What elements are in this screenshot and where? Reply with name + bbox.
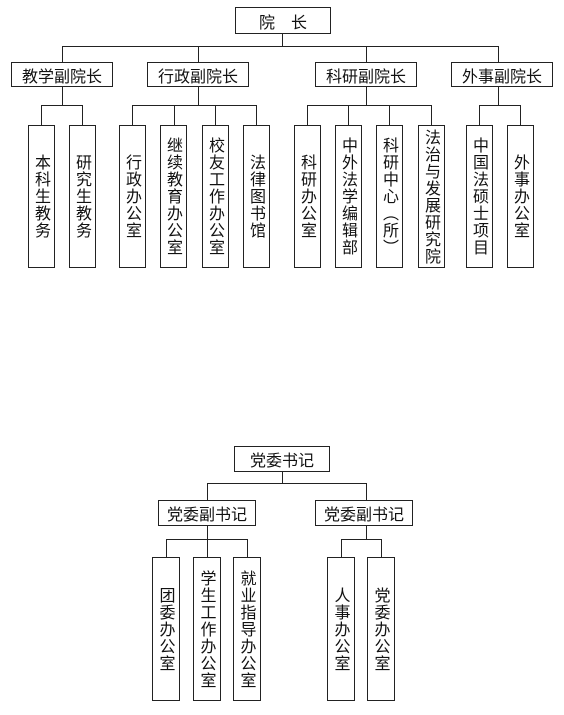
- deputy-secretary-label: 党委副书记: [166, 505, 247, 524]
- connector: [215, 105, 216, 125]
- connector: [256, 105, 257, 125]
- office-box: 人事办公室: [327, 557, 355, 701]
- connector: [366, 483, 367, 500]
- connector: [132, 105, 257, 106]
- connector: [41, 105, 83, 106]
- connector: [198, 46, 199, 62]
- office-label: 科研中心（所）: [380, 137, 399, 256]
- connector: [498, 46, 499, 62]
- office-label: 法律图书馆: [247, 154, 266, 239]
- office-box: 法律图书馆: [243, 125, 270, 268]
- connector: [381, 539, 382, 557]
- connector: [207, 526, 208, 539]
- office-label: 研究生教务: [73, 154, 92, 239]
- connector: [62, 46, 63, 62]
- office-box: 中外法学编辑部: [335, 125, 362, 268]
- office-box: 中国法硕士项目: [466, 125, 493, 268]
- party-secretary-label: 党委书记: [249, 451, 314, 470]
- connector: [307, 105, 308, 125]
- connector: [366, 526, 367, 539]
- dean-label: 院 长: [258, 12, 307, 32]
- connector: [132, 105, 133, 125]
- connector: [166, 539, 167, 557]
- office-label: 中外法学编辑部: [339, 137, 358, 256]
- connector: [62, 87, 63, 105]
- connector: [282, 472, 283, 483]
- office-box: 科研中心（所）: [376, 125, 403, 268]
- office-label: 科研办公室: [298, 154, 317, 239]
- connector: [366, 46, 367, 62]
- office-box: 科研办公室: [294, 125, 321, 268]
- connector: [82, 105, 83, 125]
- office-box: 团委办公室: [152, 557, 180, 701]
- connector: [348, 105, 349, 125]
- office-label: 法治与发展研究院: [422, 128, 441, 265]
- vice-dean-academic-box: 教学副院长: [11, 62, 113, 87]
- deputy-secretary-box: 党委副书记: [158, 500, 256, 526]
- connector: [198, 87, 199, 105]
- deputy-secretary-box: 党委副书记: [315, 500, 413, 526]
- connector: [431, 105, 432, 125]
- connector: [247, 539, 248, 557]
- connector: [174, 105, 175, 125]
- connector: [366, 87, 367, 105]
- vice-dean-label: 教学副院长: [21, 66, 102, 86]
- connector: [282, 34, 283, 46]
- vice-dean-foreign-box: 外事副院长: [451, 62, 553, 87]
- vice-dean-label: 外事副院长: [461, 66, 542, 86]
- office-label: 中国法硕士项目: [470, 137, 489, 256]
- office-box: 就业指导办公室: [233, 557, 261, 701]
- office-label: 行政办公室: [123, 154, 142, 239]
- vice-dean-research-box: 科研副院长: [315, 62, 417, 87]
- office-box: 行政办公室: [119, 125, 146, 268]
- office-box: 学生工作办公室: [193, 557, 221, 701]
- office-label: 外事办公室: [511, 154, 530, 239]
- connector: [207, 483, 208, 500]
- vice-dean-label: 科研副院长: [325, 66, 406, 86]
- office-label: 团委办公室: [156, 586, 176, 672]
- connector: [41, 105, 42, 125]
- connector: [341, 539, 382, 540]
- connector: [479, 105, 521, 106]
- vice-dean-admin-box: 行政副院长: [147, 62, 249, 87]
- connector: [520, 105, 521, 125]
- connector: [389, 105, 390, 125]
- vice-dean-label: 行政副院长: [157, 66, 238, 86]
- office-box: 研究生教务: [69, 125, 96, 268]
- office-label: 继续教育办公室: [164, 137, 183, 256]
- connector: [62, 46, 498, 47]
- office-label: 学生工作办公室: [197, 569, 217, 689]
- office-label: 就业指导办公室: [237, 569, 257, 689]
- office-box: 校友工作办公室: [202, 125, 229, 268]
- connector: [479, 105, 480, 125]
- office-box: 外事办公室: [507, 125, 534, 268]
- office-label: 校友工作办公室: [206, 137, 225, 256]
- deputy-secretary-label: 党委副书记: [323, 505, 404, 524]
- office-box: 继续教育办公室: [160, 125, 187, 268]
- office-box: 本科生教务: [28, 125, 55, 268]
- office-box: 法治与发展研究院: [418, 125, 445, 268]
- connector: [207, 539, 208, 557]
- connector: [498, 87, 499, 105]
- connector: [307, 105, 432, 106]
- office-label: 党委办公室: [371, 586, 391, 672]
- office-label: 本科生教务: [32, 154, 51, 239]
- office-box: 党委办公室: [367, 557, 395, 701]
- party-secretary-box: 党委书记: [234, 446, 330, 472]
- office-label: 人事办公室: [331, 586, 351, 672]
- dean-box: 院 长: [235, 7, 331, 34]
- connector: [341, 539, 342, 557]
- connector: [207, 483, 367, 484]
